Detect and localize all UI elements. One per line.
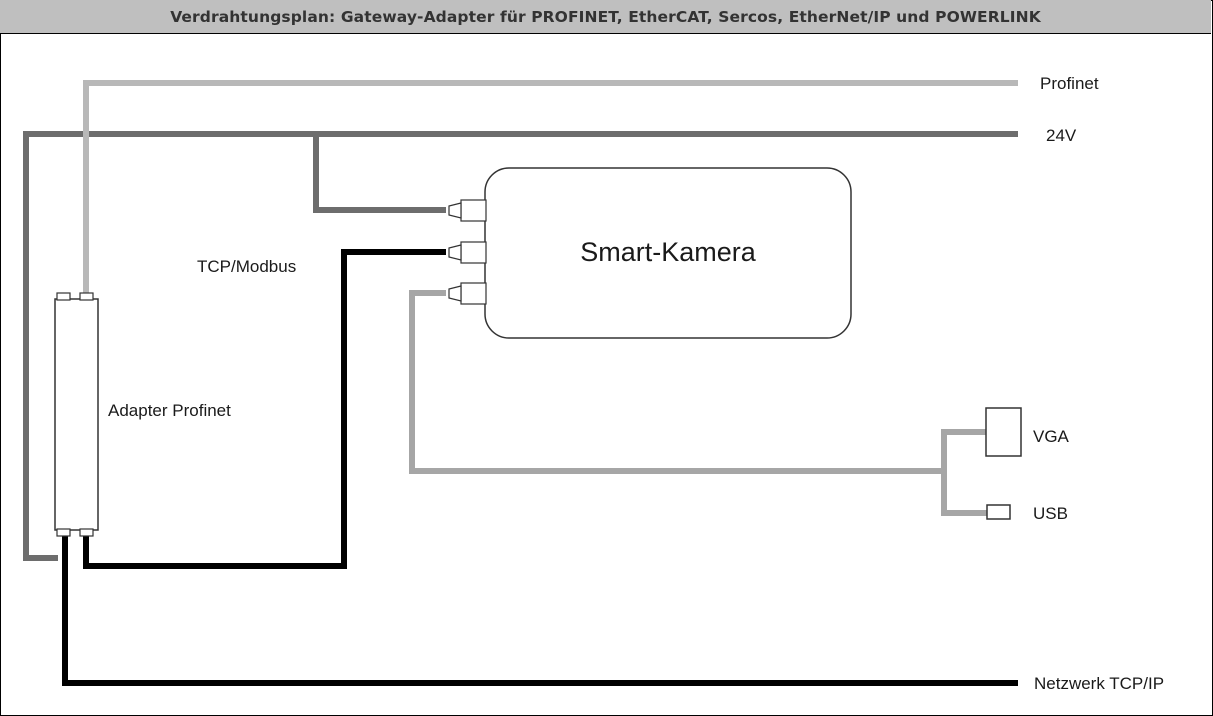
tcp-modbus-label: TCP/Modbus [197, 257, 296, 276]
power-branch-wire [313, 134, 446, 213]
profinet-label: Profinet [1040, 74, 1099, 93]
profinet-wire [83, 80, 1018, 295]
vga-usb-split-wire [941, 429, 988, 516]
usb-device-box [986, 504, 1011, 520]
smart-camera-label: Smart-Kamera [580, 237, 757, 267]
camera-connector-power [448, 199, 487, 222]
network-tcpip-wire [62, 530, 1018, 686]
network-tcpip-label: Netzwerk TCP/IP [1034, 674, 1164, 693]
adapter-bottom-port-right [79, 528, 94, 537]
camera-connector-modbus [448, 241, 487, 264]
vga-device-box [985, 407, 1022, 457]
power-24v-label: 24V [1046, 126, 1077, 145]
power-24v-wire [23, 131, 1018, 561]
adapter-profinet-label: Adapter Profinet [108, 401, 231, 420]
vga-label: VGA [1033, 427, 1070, 446]
camera-io-wire [409, 290, 944, 474]
adapter-top-port-left [56, 292, 71, 301]
camera-connector-io [448, 282, 487, 305]
adapter-bottom-port-left [56, 528, 71, 537]
diagram-header: Verdrahtungsplan: Gateway-Adapter für PR… [0, 0, 1211, 34]
adapter-profinet-box [54, 298, 99, 531]
tcp-modbus-wire [83, 249, 446, 569]
usb-label: USB [1033, 504, 1068, 523]
adapter-top-port-right [79, 292, 94, 301]
diagram-title: Verdrahtungsplan: Gateway-Adapter für PR… [170, 7, 1041, 26]
